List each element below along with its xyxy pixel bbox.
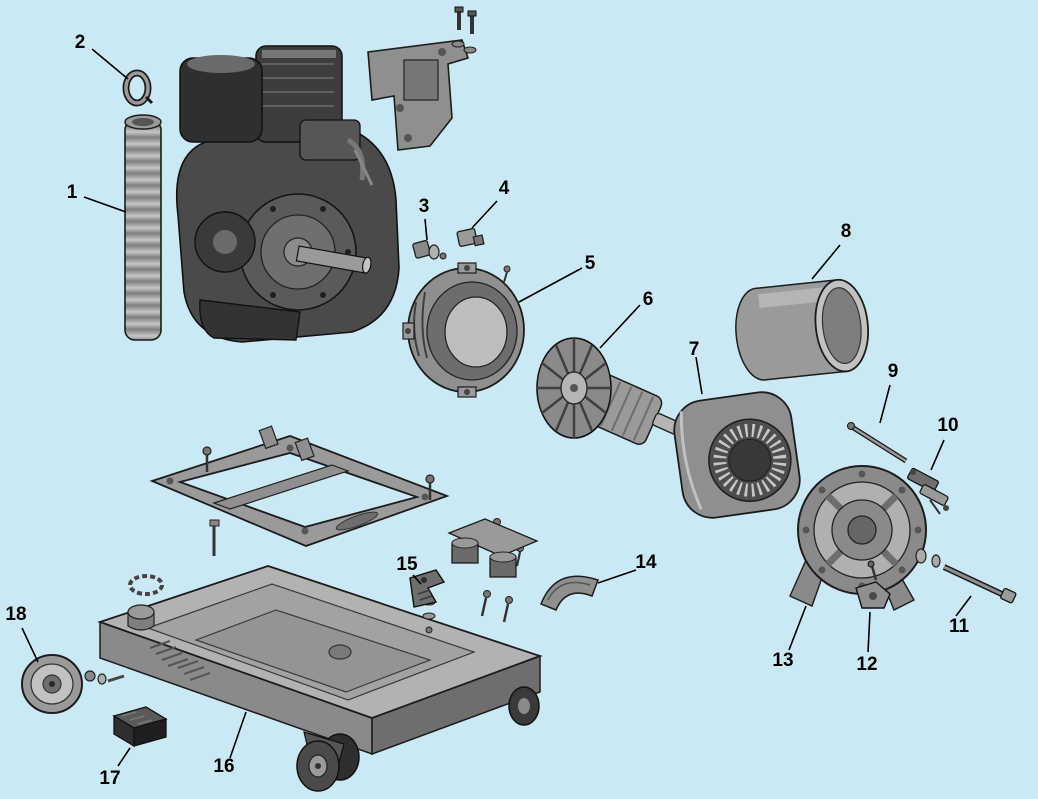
callout-1: 1 [67,182,127,213]
small-bracket [855,560,891,609]
leader-line [811,244,841,280]
leader-line [518,267,583,303]
callout-label: 10 [937,415,958,436]
callout-11: 11 [949,595,972,637]
fastener-set-top [451,6,477,54]
leader-line [599,304,641,349]
callout-label: 14 [635,552,657,573]
rear-bracket [789,465,927,611]
callout-3: 3 [419,196,430,241]
front-wheels [296,731,360,792]
callout-label: 4 [499,178,510,199]
fan-cover [402,262,525,398]
bolt-head [202,446,212,456]
callout-label: 13 [772,650,793,671]
leader-line [117,747,131,767]
stator-slots [713,423,787,497]
clamp-ring [122,69,154,107]
callout-label: 12 [856,654,877,675]
callout-7: 7 [689,339,703,395]
bolt-head [425,474,435,484]
leader-line [695,356,703,395]
carburetor [299,119,361,161]
callout-label: 16 [213,756,234,777]
callout-label: 5 [585,253,596,274]
corrugated-tube [124,114,162,341]
callout-16: 16 [213,711,247,777]
frame-hardware [128,446,524,596]
callout-4: 4 [471,178,510,229]
stator-band [735,278,869,381]
callout-label: 3 [419,196,430,217]
fan-blades [537,338,611,438]
oil-sump [199,299,301,341]
callout-6: 6 [599,289,654,349]
callout-18: 18 [5,604,39,663]
brush-assembly [907,467,949,515]
callout-label: 2 [75,32,86,53]
leader-line [91,48,129,80]
callout-17: 17 [99,747,131,789]
right-wheel [508,686,540,726]
rubber-foot [112,706,168,748]
callout-label: 17 [99,768,120,789]
vent-slots [149,640,211,681]
callout-10: 10 [930,415,959,471]
through-bolt [942,564,1017,604]
base-assembly [97,565,543,756]
leader-line [424,218,428,241]
pto-shaft [295,245,372,274]
callout-label: 8 [841,221,852,242]
leader-line [229,711,247,759]
callout-label: 18 [5,604,26,625]
leader-line [879,384,891,424]
callout-8: 8 [811,221,852,280]
callout-label: 7 [689,339,700,360]
leader-line [867,611,871,653]
leader-line [412,574,422,585]
screw-engine-side [503,265,511,283]
callout-13: 13 [772,605,807,671]
leader-line [955,595,972,617]
callout-label: 6 [643,289,654,310]
leader-line [788,605,807,651]
callouts: 1 2 3 4 5 6 7 8 [5,32,972,789]
leader-line [930,439,945,471]
callout-15: 15 [396,554,422,585]
long-stud [847,422,908,464]
curved-bracket [540,575,599,611]
angle-bracket [409,569,446,608]
leader-line [21,627,39,663]
engine-mount-frame [149,425,450,547]
damper-bracket [447,518,539,578]
leader-line [471,200,498,229]
callout-label: 15 [396,554,418,575]
mounting-bracket [367,39,470,151]
leader-line [83,196,127,213]
stator [673,391,801,519]
callout-5: 5 [518,253,596,303]
callout-12: 12 [856,611,878,675]
callout-label: 9 [888,361,899,382]
washer-set-right [915,548,941,568]
engine-assembly [176,45,400,343]
spokes [825,493,899,567]
callout-label: 1 [67,182,78,203]
spacer-fitting [412,239,447,260]
wheel [21,654,125,714]
callout-14: 14 [597,552,657,584]
callout-label: 11 [949,616,970,637]
callout-9: 9 [879,361,899,424]
callout-2: 2 [75,32,129,80]
hex-plug [456,228,485,247]
leader-line [597,569,637,584]
clip-ring [128,574,164,596]
